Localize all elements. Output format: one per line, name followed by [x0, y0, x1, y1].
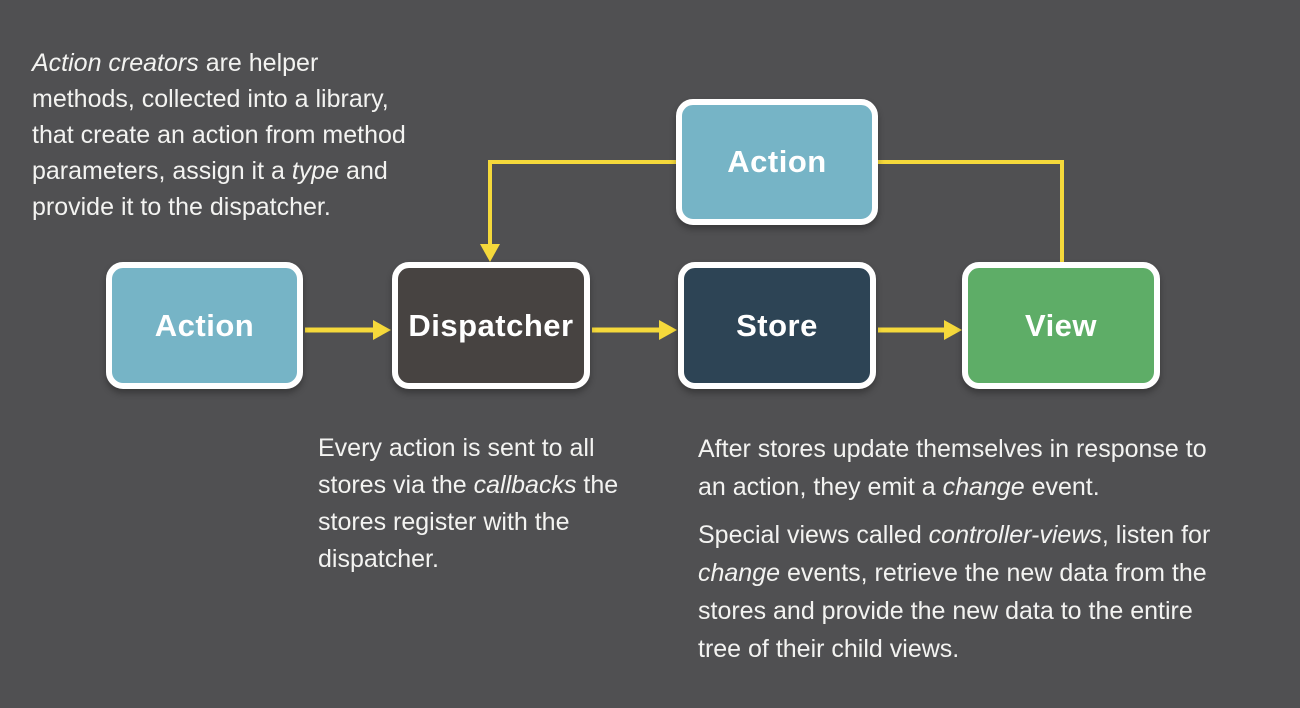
node-action-top-label: Action — [727, 144, 827, 179]
node-dispatcher-label: Dispatcher — [408, 307, 574, 343]
arrow-dispatcher-to-store — [592, 320, 677, 340]
note-store-view-paragraph-2: Special views called controller-views, l… — [698, 521, 1211, 663]
node-action-top: Action — [676, 99, 878, 225]
arrow-action-to-dispatcher — [305, 320, 391, 340]
node-view-label: View — [1024, 307, 1098, 343]
node-store-label: Store — [736, 307, 818, 343]
arrow-action-top-to-dispatcher — [480, 160, 678, 262]
connector-view-to-action-top — [876, 160, 1064, 262]
arrow-store-to-view — [878, 320, 962, 340]
note-store-view-paragraph-1: After stores update themselves in respon… — [698, 435, 1207, 501]
node-action-label: Action — [154, 307, 255, 343]
note-store-view: After stores update themselves in respon… — [698, 430, 1278, 668]
node-store: Store — [678, 262, 876, 389]
node-dispatcher: Dispatcher — [392, 262, 590, 389]
node-action: Action — [106, 262, 303, 389]
node-view: View — [962, 262, 1160, 389]
